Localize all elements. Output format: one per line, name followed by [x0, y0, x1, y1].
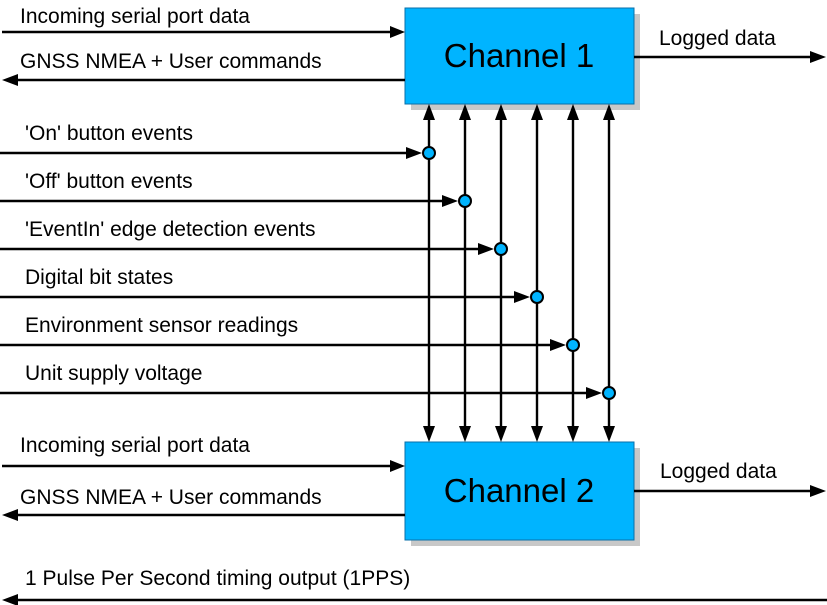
- bus-down-arrowhead: [495, 426, 507, 442]
- shared-input-label: Environment sensor readings: [25, 314, 298, 337]
- bus-up-arrowhead: [531, 104, 543, 120]
- bus-up-arrowhead: [459, 104, 471, 120]
- channel-1-label: Channel 1: [444, 37, 594, 74]
- junction-dot: [458, 194, 472, 208]
- channel-1-box: [404, 7, 635, 105]
- bus-down-arrowhead: [567, 426, 579, 442]
- channel-2-io: Incoming serial port data GNSS NMEA + Us…: [2, 434, 826, 521]
- channel-2-outgoing-label: GNSS NMEA + User commands: [20, 486, 322, 509]
- junction-dot: [566, 338, 580, 352]
- channel-1-logged-label: Logged data: [659, 27, 776, 50]
- shared-inputs: 'On' button events 'Off' button events 'Ev…: [0, 104, 616, 442]
- shared-input-label: Unit supply voltage: [25, 362, 202, 385]
- channel-2-incoming-label: Incoming serial port data: [20, 434, 250, 457]
- timing-output: 1 Pulse Per Second timing output (1PPS): [2, 567, 827, 605]
- input-arrowhead: [514, 291, 530, 303]
- input-arrowhead: [478, 243, 494, 255]
- bus-down-arrowhead: [459, 426, 471, 442]
- shared-input-3: 'EventIn' edge detection events: [0, 104, 508, 442]
- channel-2-incoming-arrowhead: [390, 460, 405, 472]
- shared-input-5: Environment sensor readings: [0, 104, 580, 442]
- shared-input-6: Unit supply voltage: [0, 104, 616, 442]
- channel-2-label: Channel 2: [444, 472, 594, 509]
- channel-2-outgoing-arrowhead: [2, 509, 18, 521]
- bus-up-arrowhead: [423, 104, 435, 120]
- bus-up-arrowhead: [603, 104, 615, 120]
- input-arrowhead: [550, 339, 566, 351]
- bus-up-arrowhead: [567, 104, 579, 120]
- timing-output-label: 1 Pulse Per Second timing output (1PPS): [25, 567, 410, 590]
- input-arrowhead: [406, 147, 422, 159]
- junction-dot: [494, 242, 508, 256]
- channel-2-block: Channel 2: [404, 441, 640, 546]
- bus-down-arrowhead: [531, 426, 543, 442]
- channel-1-incoming-arrowhead: [390, 26, 405, 38]
- channel-1-incoming-label: Incoming serial port data: [20, 5, 250, 28]
- junction-dot: [530, 290, 544, 304]
- bus-down-arrowhead: [603, 426, 615, 442]
- shared-input-1: 'On' button events: [0, 104, 436, 442]
- input-arrowhead: [442, 195, 458, 207]
- bus-down-arrowhead: [423, 426, 435, 442]
- shared-input-label: Digital bit states: [25, 266, 173, 289]
- channel-2-logged-arrowhead: [810, 485, 826, 497]
- channel-1-outgoing-arrowhead: [2, 74, 18, 86]
- timing-output-arrowhead: [2, 594, 18, 605]
- shared-input-label: 'Off' button events: [25, 170, 193, 193]
- shared-input-label: 'On' button events: [25, 122, 193, 145]
- channel-1-logged-arrowhead: [810, 51, 826, 63]
- shared-input-label: 'EventIn' edge detection events: [25, 218, 316, 241]
- channel-2-logged-label: Logged data: [660, 460, 777, 483]
- input-arrowhead: [586, 387, 602, 399]
- bus-up-arrowhead: [495, 104, 507, 120]
- shared-input-4: Digital bit states: [0, 104, 544, 442]
- channel-1-block: Channel 1: [404, 7, 640, 110]
- junction-dot: [602, 386, 616, 400]
- channel-1-outgoing-label: GNSS NMEA + User commands: [20, 50, 322, 73]
- channel-1-io: Incoming serial port data GNSS NMEA + Us…: [2, 5, 826, 86]
- shared-input-2: 'Off' button events: [0, 104, 472, 442]
- junction-dot: [422, 146, 436, 160]
